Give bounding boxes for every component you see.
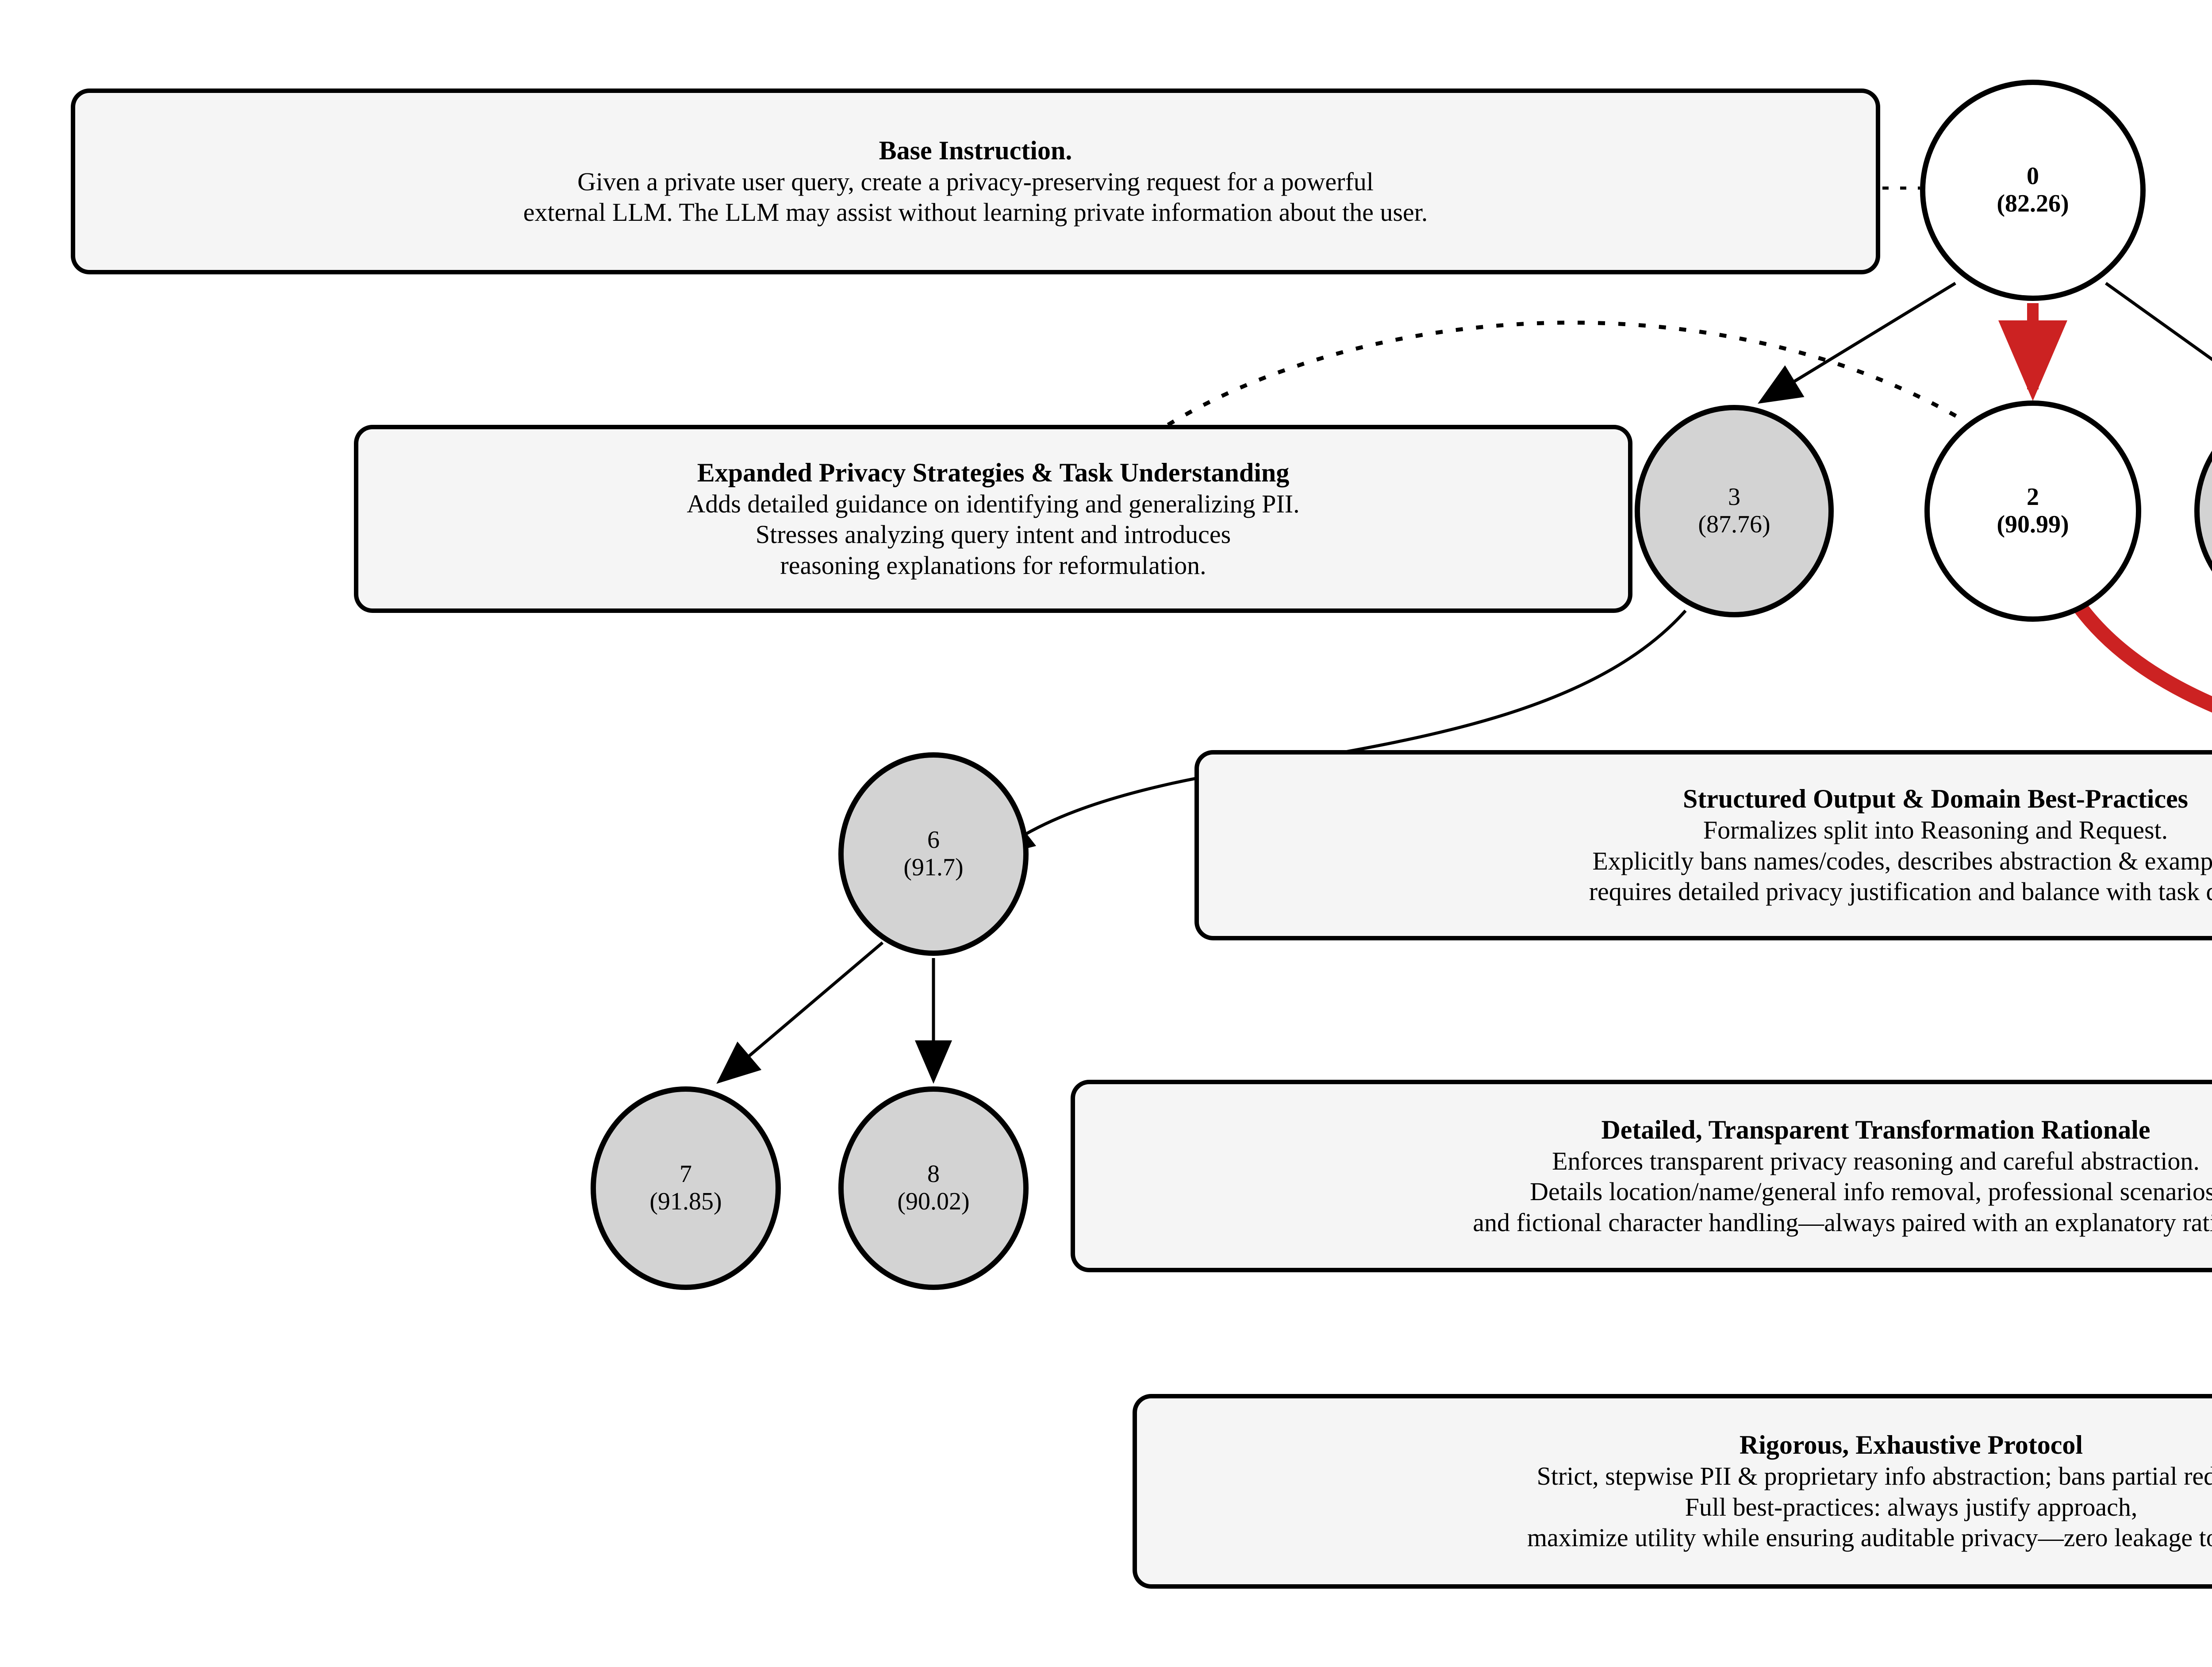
node-id: 3 xyxy=(1728,483,1740,511)
annotation-line: Adds detailed guidance on identifying an… xyxy=(687,489,1300,518)
annotation-line: Enforces transparent privacy reasoning a… xyxy=(1552,1146,2200,1175)
annotation-line: Given a private user query, create a pri… xyxy=(577,167,1374,196)
node-id: 8 xyxy=(927,1160,940,1188)
annotation-line: Details location/name/general info remov… xyxy=(1530,1177,2212,1206)
annotation-line: maximize utility while ensuring auditabl… xyxy=(1527,1523,2212,1552)
edge-0-1 xyxy=(2104,282,2212,362)
annotation-line: requires detailed privacy justification … xyxy=(1589,877,2212,906)
tree-node-6[interactable]: 6 (91.7) xyxy=(838,752,1029,956)
annotation-line: Strict, stepwise PII & proprietary info … xyxy=(1536,1462,2212,1490)
annotation-line: Stresses analyzing query intent and intr… xyxy=(755,520,1231,549)
tree-node-8[interactable]: 8 (90.02) xyxy=(838,1086,1029,1290)
tree-node-0[interactable]: 0 (82.26) xyxy=(1920,80,2146,301)
annotation-title: Rigorous, Exhaustive Protocol xyxy=(1739,1430,2083,1460)
node-score: (90.02) xyxy=(897,1188,970,1215)
annotation-line: Explicitly bans names/codes, describes a… xyxy=(1592,846,2212,875)
annotation-line: reasoning explanations for reformulation… xyxy=(780,551,1206,580)
node-score: (91.85) xyxy=(649,1188,722,1215)
edge-6-7 xyxy=(716,941,884,1084)
annotation-box-rigorous-exhaustive-protocol[interactable]: Rigorous, Exhaustive Protocol Strict, st… xyxy=(1133,1394,2212,1589)
annotation-box-structured-output[interactable]: Structured Output & Domain Best-Practice… xyxy=(1194,750,2212,940)
annotation-line: and fictional character handling—always … xyxy=(1473,1208,2212,1237)
annotation-box-expanded-privacy-strategies[interactable]: Expanded Privacy Strategies & Task Under… xyxy=(354,425,1632,613)
edge-0-3 xyxy=(1758,282,1956,404)
annotation-line: Full best-practices: always justify appr… xyxy=(1685,1492,2138,1521)
node-score: (87.76) xyxy=(1698,511,1770,538)
annotation-title: Structured Output & Domain Best-Practice… xyxy=(1682,784,2189,814)
node-id: 6 xyxy=(927,826,940,854)
node-score: (91.7) xyxy=(903,854,964,881)
annotation-line: Formalizes split into Reasoning and Requ… xyxy=(1703,816,2168,844)
annotation-box-transformation-rationale[interactable]: Detailed, Transparent Transformation Rat… xyxy=(1071,1080,2212,1272)
annotation-title: Base Instruction. xyxy=(879,136,1072,165)
tree-node-1[interactable]: 1 (85.74) xyxy=(2194,405,2212,617)
annotation-line: external LLM. The LLM may assist without… xyxy=(523,198,1428,227)
tree-node-3[interactable]: 3 (87.76) xyxy=(1635,405,1834,617)
node-id: 7 xyxy=(680,1160,692,1188)
annotation-box-base-instruction[interactable]: Base Instruction. Given a private user q… xyxy=(71,89,1880,274)
annotation-title: Expanded Privacy Strategies & Task Under… xyxy=(697,458,1290,487)
tree-node-7[interactable]: 7 (91.85) xyxy=(591,1086,781,1290)
annotation-title: Detailed, Transparent Transformation Rat… xyxy=(1601,1115,2151,1144)
annotation-link-box2-node2 xyxy=(1167,320,1961,427)
node-score: (90.99) xyxy=(1997,511,2069,538)
node-score: (82.26) xyxy=(1997,190,2069,217)
node-id: 0 xyxy=(2027,162,2039,190)
tree-node-2[interactable]: 2 (90.99) xyxy=(1924,400,2141,622)
node-id: 2 xyxy=(2027,483,2039,511)
